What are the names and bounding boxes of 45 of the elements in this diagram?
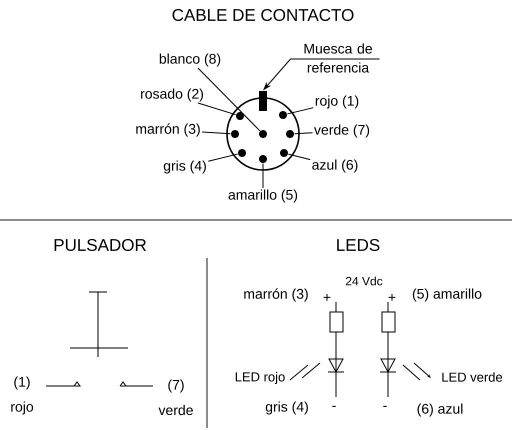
polarity-sign: - (383, 406, 387, 407)
leader-line (197, 102, 236, 116)
leader-line (288, 154, 311, 160)
wire-label: gris (4) (164, 160, 206, 174)
pin-dot (279, 111, 287, 119)
notch (259, 91, 267, 111)
wire-label: blanco (8) (160, 53, 220, 67)
leader-line (286, 107, 314, 114)
pin-dot (236, 112, 244, 120)
pin-dot (286, 130, 294, 138)
led-label: LED rojo (236, 372, 285, 384)
wire-label: marrón (3) (136, 123, 200, 137)
leader-line (208, 154, 238, 162)
wire-label: marrón (3) (244, 288, 308, 302)
wire-label: azul (6) (312, 159, 358, 173)
leader-line (197, 68, 260, 132)
connector-circle (226, 97, 300, 171)
polarity-sign: + (324, 294, 330, 301)
pin-dot (259, 155, 267, 163)
wire-label: rosado (2) (141, 88, 204, 102)
terminal-label: (1) (14, 376, 30, 390)
terminal-label: (7) (168, 379, 184, 393)
wire-label: amarillo (5) (228, 189, 298, 203)
polarity-sign: - (332, 406, 336, 407)
pin-dot (231, 130, 239, 138)
terminal-label: rojo (11, 401, 34, 414)
title: CABLE DE CONTACTO (172, 8, 354, 22)
terminal-label: verde (158, 404, 193, 416)
wire-label: rojo (1) (316, 95, 358, 109)
pin-dot (259, 130, 267, 138)
pin-dot (238, 149, 246, 157)
polarity-sign: + (388, 294, 396, 301)
leader-line (262, 163, 264, 188)
voltage-label: 24 Vdc (346, 276, 382, 286)
led-label: LED verde (442, 372, 502, 382)
notch-label: Muesca de referencia (304, 43, 372, 73)
section-heading: PULSADOR (54, 238, 146, 252)
section-heading: LEDS (337, 238, 380, 252)
wire-label: verde (7) (314, 124, 370, 138)
pin-dot (280, 149, 288, 157)
wire-label: (6) azul (418, 403, 462, 417)
wire-label: (5) amarillo (412, 288, 482, 302)
wire-label: gris (4) (266, 401, 308, 414)
leader-line (202, 132, 231, 134)
leader-line (294, 132, 313, 134)
